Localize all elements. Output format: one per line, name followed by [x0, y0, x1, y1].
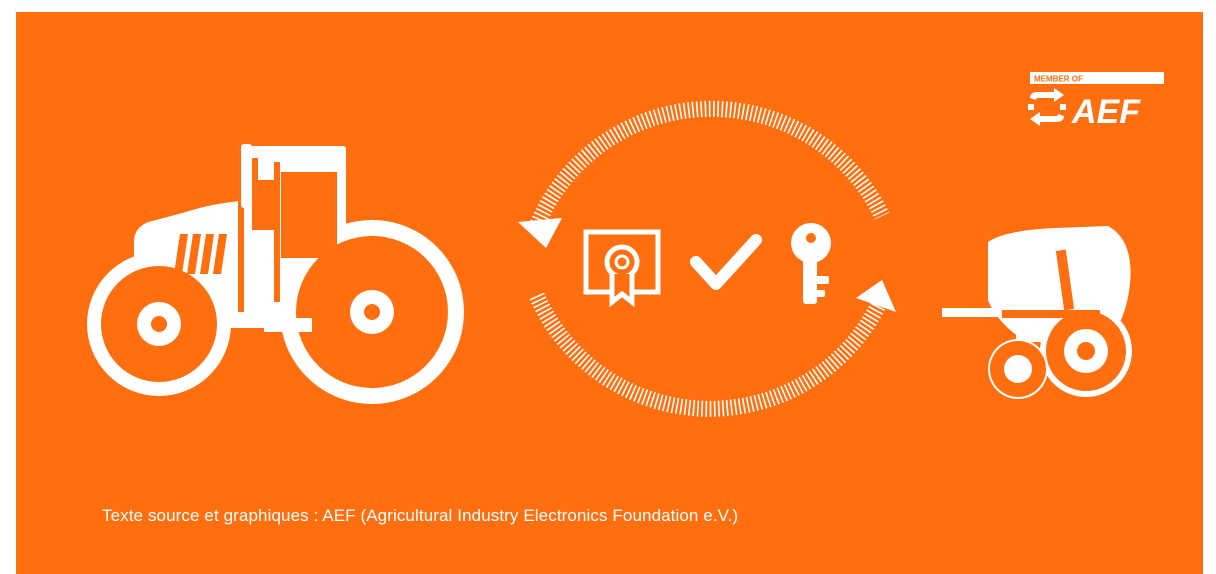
badge-member-label: MEMBER OF: [1034, 75, 1083, 84]
lower-arc: [528, 290, 886, 417]
arrow-left-icon: [518, 218, 562, 248]
upper-arc: [528, 100, 890, 231]
illustration-canvas: MEMBER OF AEF: [87, 72, 1164, 417]
certificate-icon: [583, 229, 661, 308]
aef-illustration-panel: MEMBER OF AEF Texte source et graphiques…: [16, 12, 1203, 574]
key-icon: [791, 223, 831, 304]
two-arrows-exchange-icon: [1028, 88, 1066, 126]
source-caption: Texte source et graphiques : AEF (Agricu…: [102, 506, 739, 525]
aef-member-badge: MEMBER OF AEF: [1028, 72, 1164, 131]
baler-icon: [942, 226, 1132, 399]
data-exchange-cycle: [518, 100, 896, 417]
checkmark-icon: [690, 234, 762, 290]
arrow-right-icon: [856, 280, 896, 312]
tractor-icon: [87, 144, 464, 404]
badge-brand: AEF: [1071, 93, 1141, 131]
